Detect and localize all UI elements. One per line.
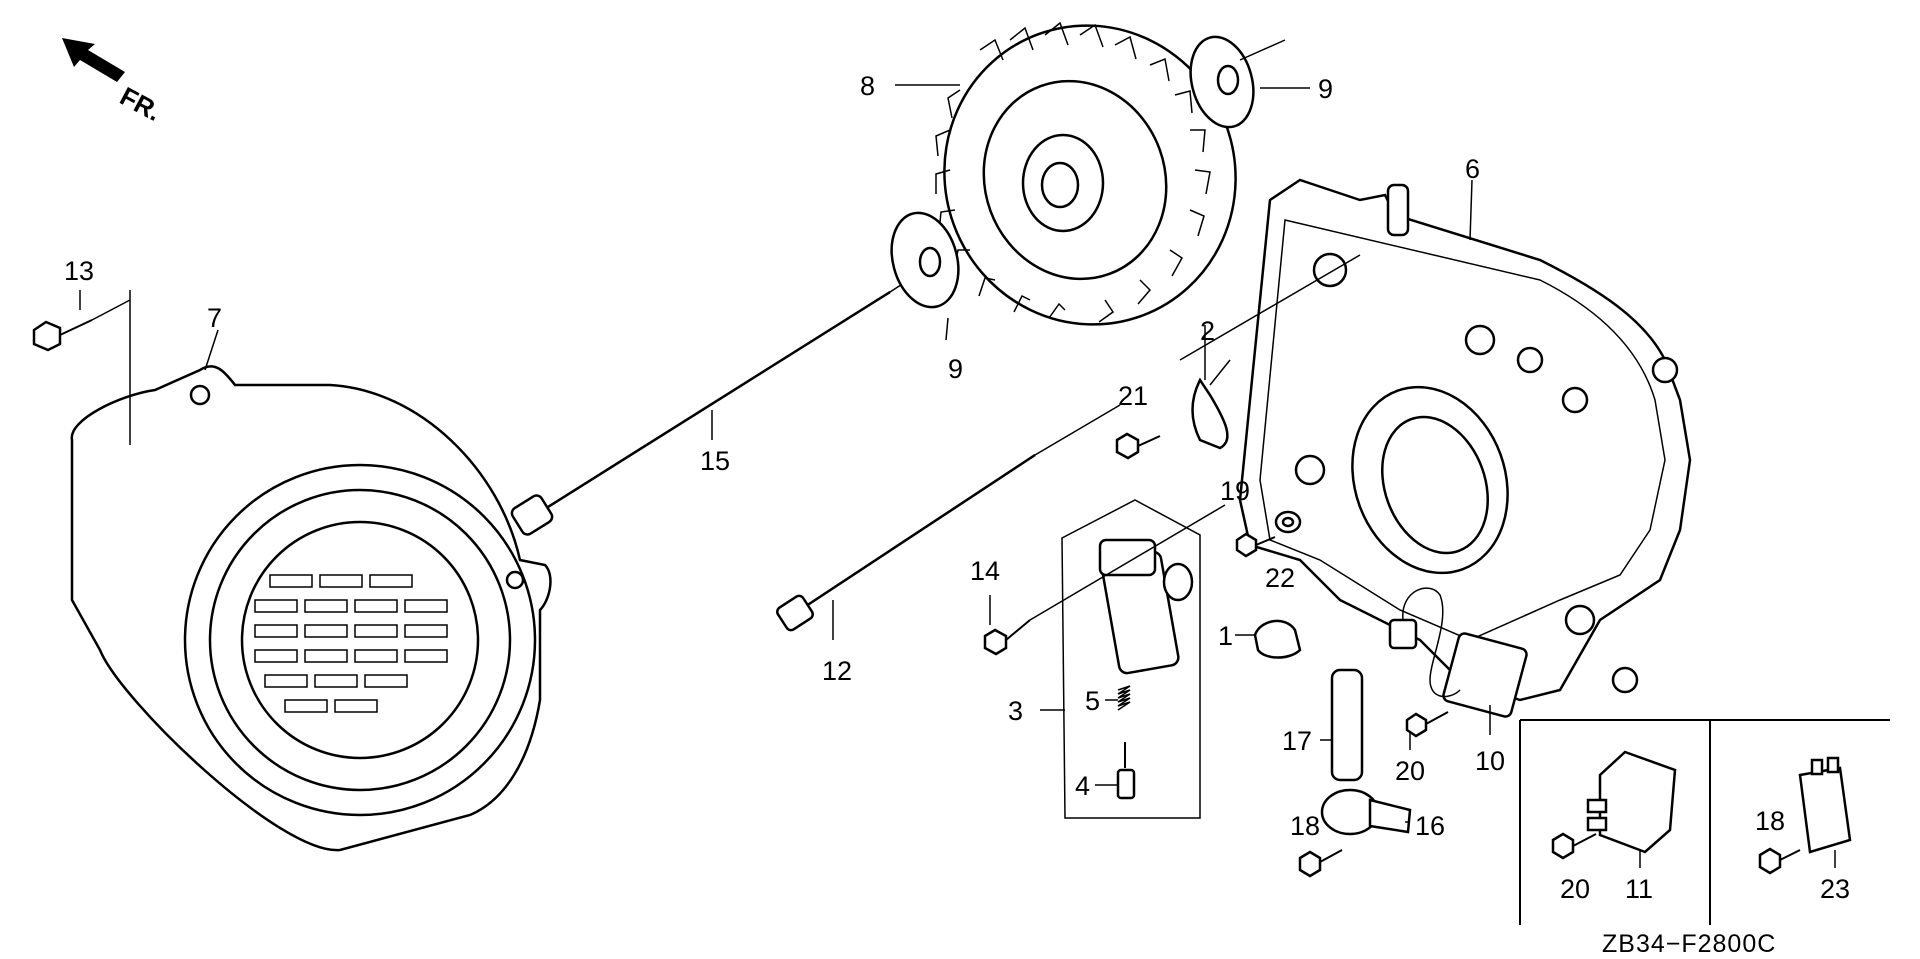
fan-cover-part-7 xyxy=(70,365,552,852)
callout-17: 17 xyxy=(1282,726,1312,756)
callout-20-right: 20 xyxy=(1560,874,1590,904)
variant-section xyxy=(1519,719,1890,925)
clamp-part-1 xyxy=(1253,619,1302,659)
callout-15: 15 xyxy=(700,446,730,476)
callout-19: 19 xyxy=(1220,476,1250,506)
brush-part-4 xyxy=(1116,742,1136,800)
callout-7: 7 xyxy=(207,303,222,333)
screw-part-18-lower xyxy=(1298,849,1343,878)
washer-part-22 xyxy=(1274,510,1302,534)
callout-3: 3 xyxy=(1008,696,1023,726)
washer-part-9-rear xyxy=(1189,35,1286,129)
screw-part-18-right xyxy=(1758,847,1801,875)
callouts: 13 7 8 9 9 6 2 21 15 19 22 14 12 1 3 5 4… xyxy=(64,71,1850,904)
callout-23: 23 xyxy=(1820,874,1850,904)
clamp-part-16 xyxy=(1320,788,1412,836)
bolt-part-13 xyxy=(32,290,131,445)
callout-4: 4 xyxy=(1075,771,1090,801)
spring-part-5 xyxy=(1117,685,1131,711)
regulator-part-10 xyxy=(1388,587,1528,738)
callout-2: 2 xyxy=(1200,316,1215,346)
screw-part-20-right xyxy=(1551,832,1597,860)
cover-grille xyxy=(254,574,448,713)
arrow-icon xyxy=(62,38,125,82)
screw-part-14 xyxy=(983,504,1226,656)
callout-18-lower: 18 xyxy=(1290,811,1320,841)
front-direction-arrow: FR. xyxy=(62,38,166,127)
callout-11: 11 xyxy=(1625,874,1653,904)
washer-part-9-front xyxy=(890,211,960,309)
callout-16: 16 xyxy=(1415,811,1445,841)
callout-14: 14 xyxy=(970,556,1000,586)
callout-6: 6 xyxy=(1465,154,1480,184)
direction-label: FR. xyxy=(115,81,166,127)
diagram-code: ZB34−F2800C xyxy=(1602,930,1776,958)
callout-9-rear: 9 xyxy=(1318,74,1333,104)
callout-5: 5 xyxy=(1085,686,1100,716)
igniter-assembly-part-3 xyxy=(1061,499,1201,819)
stud-bolt-part-15 xyxy=(510,262,936,536)
callout-8: 8 xyxy=(860,71,875,101)
bolt-part-12 xyxy=(776,404,1121,632)
leader-lines xyxy=(79,84,1836,868)
cooling-fan-part-8 xyxy=(935,21,1237,326)
callout-13: 13 xyxy=(64,256,94,286)
unit-part-11 xyxy=(1586,750,1677,854)
callout-20-mid: 20 xyxy=(1395,756,1425,786)
fan-blades xyxy=(935,21,1211,323)
callout-12: 12 xyxy=(822,656,852,686)
callout-1: 1 xyxy=(1218,621,1233,651)
callout-9-front: 9 xyxy=(948,354,963,384)
callout-22: 22 xyxy=(1265,563,1295,593)
callout-21: 21 xyxy=(1118,381,1148,411)
tube-part-17 xyxy=(1330,668,1364,782)
fan-housing-part-6 xyxy=(1238,178,1692,702)
callout-18-right: 18 xyxy=(1755,806,1785,836)
clip-part-2 xyxy=(1179,254,1361,450)
screw-part-19 xyxy=(1235,532,1276,558)
screw-part-21 xyxy=(1115,432,1161,460)
unit-part-23 xyxy=(1798,756,1852,854)
callout-10: 10 xyxy=(1475,746,1505,776)
